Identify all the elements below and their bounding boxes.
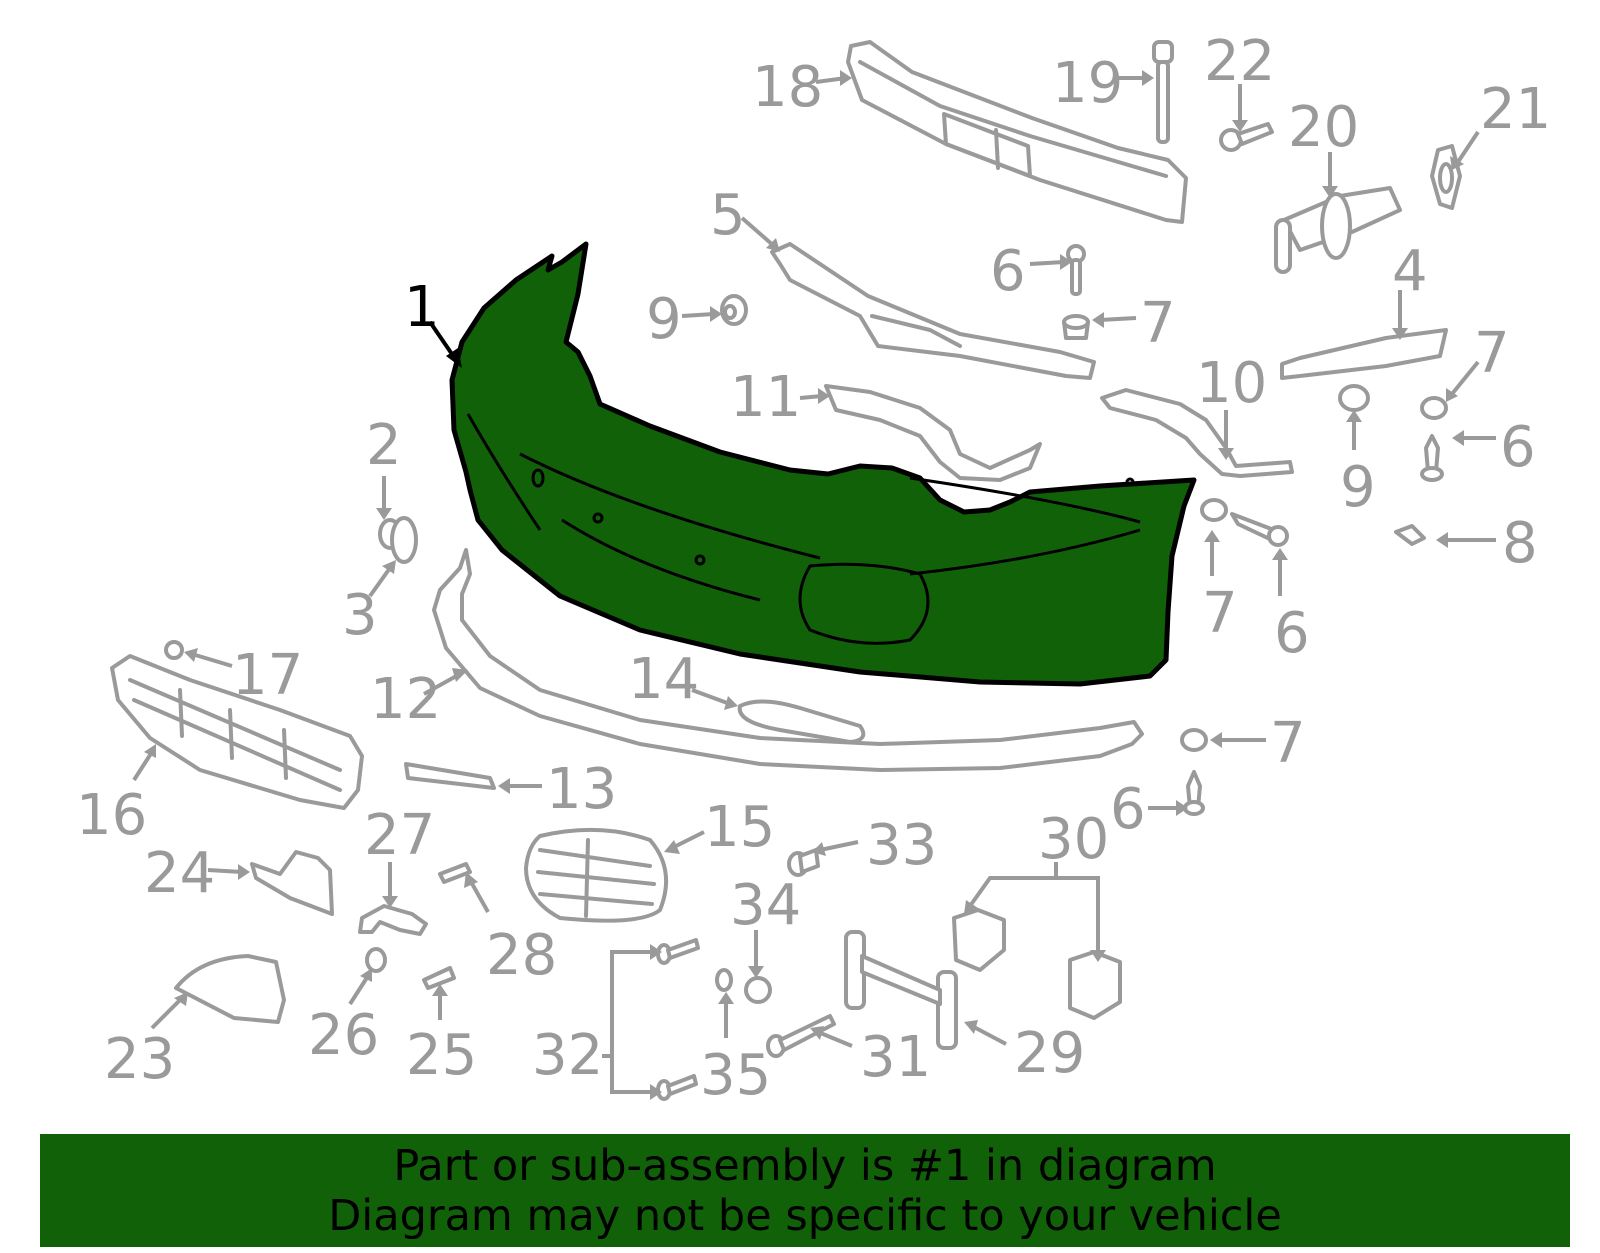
footer-line-2: Diagram may not be specific to your vehi… <box>328 1190 1282 1241</box>
part-14-trim[interactable] <box>737 699 866 744</box>
part-3-fog-housing[interactable] <box>390 516 418 564</box>
part-26-nut[interactable] <box>365 947 387 973</box>
part-10-bracket[interactable] <box>1100 388 1294 478</box>
callout-7[interactable]: 7 <box>1202 581 1238 646</box>
callout-3[interactable]: 3 <box>342 583 378 648</box>
part-19-bolt[interactable] <box>1152 40 1174 144</box>
part-25-screw[interactable] <box>422 966 456 990</box>
part-24-bracket[interactable] <box>250 850 334 916</box>
part-31-bolt[interactable] <box>766 1014 836 1058</box>
callout-23[interactable]: 23 <box>104 1027 176 1092</box>
callout-19[interactable]: 19 <box>1052 51 1124 116</box>
part-9-nut-right[interactable] <box>1338 384 1370 412</box>
callout-34[interactable]: 34 <box>730 873 802 938</box>
part-8-speed-nut[interactable] <box>1394 524 1426 546</box>
callout-32[interactable]: 32 <box>532 1023 604 1088</box>
part-21-gasket[interactable] <box>1430 144 1462 210</box>
part-27-bracket[interactable] <box>358 904 428 936</box>
leader-lines <box>132 70 1496 1100</box>
part-11-bracket[interactable] <box>824 384 1042 482</box>
callout-7[interactable]: 7 <box>1270 711 1306 776</box>
part-34-bushing[interactable] <box>744 976 772 1004</box>
callout-1[interactable]: 1 <box>404 275 440 340</box>
footer-banner: Part or sub-assembly is #1 in diagram Di… <box>40 1134 1570 1247</box>
callout-12[interactable]: 12 <box>370 667 442 732</box>
callout-10[interactable]: 10 <box>1196 351 1268 416</box>
part-18-impact-bar[interactable] <box>846 40 1188 224</box>
callout-33[interactable]: 33 <box>866 813 938 878</box>
callout-7[interactable]: 7 <box>1474 321 1510 386</box>
callout-26[interactable]: 26 <box>308 1003 380 1068</box>
part-35-washer[interactable] <box>715 968 733 992</box>
part-16-grille[interactable] <box>110 654 364 810</box>
callout-27[interactable]: 27 <box>364 803 436 868</box>
callout-30[interactable]: 30 <box>1038 807 1110 872</box>
part-17-clip[interactable] <box>164 640 184 660</box>
callout-6[interactable]: 6 <box>1110 777 1146 842</box>
callout-28[interactable]: 28 <box>486 923 558 988</box>
callout-9[interactable]: 9 <box>1340 455 1376 520</box>
callout-21[interactable]: 21 <box>1480 77 1552 142</box>
callout-17[interactable]: 17 <box>232 643 304 708</box>
footer-line-1: Part or sub-assembly is #1 in diagram <box>393 1140 1217 1191</box>
part-6-screw[interactable] <box>1066 244 1086 296</box>
part-32-screws[interactable] <box>656 938 700 1101</box>
part-29-brace[interactable] <box>844 930 958 1050</box>
callout-15[interactable]: 15 <box>704 795 776 860</box>
part-23-headlight-cover[interactable] <box>174 954 286 1024</box>
part-6-screw-lower[interactable] <box>1183 770 1205 816</box>
callout-16[interactable]: 16 <box>76 783 148 848</box>
part-7-clip-right[interactable] <box>1420 396 1448 420</box>
part-30-mounts[interactable] <box>952 908 1122 1020</box>
part-6-screw-mid[interactable] <box>1230 512 1289 547</box>
callout-22[interactable]: 22 <box>1204 29 1276 94</box>
part-22-bolt[interactable] <box>1219 122 1274 152</box>
part-7-grommet[interactable] <box>1200 498 1228 522</box>
callout-29[interactable]: 29 <box>1014 1021 1086 1086</box>
callout-9[interactable]: 9 <box>646 287 682 352</box>
callout-8[interactable]: 8 <box>1502 511 1538 576</box>
part-28-screw[interactable] <box>438 862 472 884</box>
callout-4[interactable]: 4 <box>1392 239 1428 304</box>
part-12-lower-spoiler[interactable] <box>432 548 1144 772</box>
callout-13[interactable]: 13 <box>546 757 618 822</box>
callout-6[interactable]: 6 <box>1500 415 1536 480</box>
callout-11[interactable]: 11 <box>730 365 802 430</box>
callout-6[interactable]: 6 <box>990 239 1026 304</box>
part-4-bracket[interactable] <box>1280 328 1448 380</box>
callout-14[interactable]: 14 <box>628 647 700 712</box>
callout-35[interactable]: 35 <box>700 1043 772 1108</box>
callout-18[interactable]: 18 <box>752 55 824 120</box>
part-1-bumper-cover[interactable] <box>449 241 1197 687</box>
part-5-bracket[interactable] <box>770 242 1096 380</box>
part-6-screw-right[interactable] <box>1420 434 1444 482</box>
part-9-nut[interactable] <box>720 294 748 326</box>
callout-25[interactable]: 25 <box>406 1023 478 1088</box>
part-7-clip-lower[interactable] <box>1180 728 1208 752</box>
part-7-clip[interactable] <box>1062 314 1090 340</box>
callout-2[interactable]: 2 <box>366 413 402 478</box>
callout-31[interactable]: 31 <box>860 1025 932 1090</box>
part-15-grille-insert[interactable] <box>524 827 668 923</box>
callout-7[interactable]: 7 <box>1140 291 1176 356</box>
callout-24[interactable]: 24 <box>144 841 216 906</box>
callout-6[interactable]: 6 <box>1274 601 1310 666</box>
part-13-strip[interactable] <box>404 762 496 790</box>
callout-5[interactable]: 5 <box>710 183 746 248</box>
callout-20[interactable]: 20 <box>1288 95 1360 160</box>
part-20-tow-mount[interactable] <box>1274 186 1402 274</box>
part-33-plug[interactable] <box>787 848 820 877</box>
